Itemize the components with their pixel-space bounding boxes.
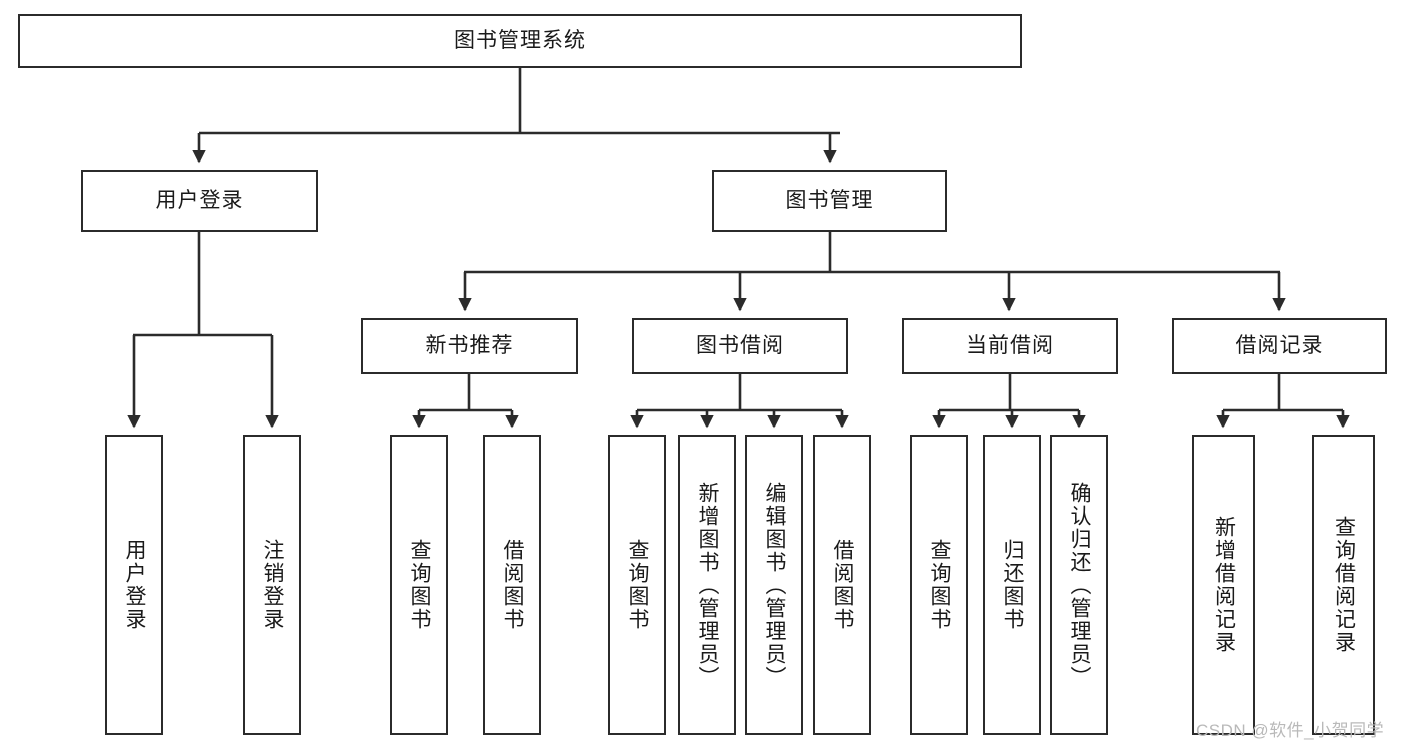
node-new-book-recommend[interactable]: 新书推荐 (361, 318, 578, 374)
node-book-borrow[interactable]: 图书借阅 (632, 318, 848, 374)
node-borrow-record-label: 借阅记录 (1235, 334, 1324, 358)
node-book-management-label: 图书管理 (785, 189, 874, 213)
node-current-borrow[interactable]: 当前借阅 (902, 318, 1118, 374)
leaf-query-book-current-label: 查询图书 (928, 539, 952, 631)
node-user-login[interactable]: 用户登录 (81, 170, 318, 232)
node-root-label: 图书管理系统 (454, 29, 586, 53)
leaf-return-book-label: 归还图书 (1001, 539, 1025, 631)
leaf-confirm-return-admin-label: 确认归还（管理员） (1068, 481, 1092, 689)
leaf-user-login[interactable]: 用户登录 (105, 435, 163, 735)
node-book-management[interactable]: 图书管理 (712, 170, 947, 232)
node-book-borrow-label: 图书借阅 (696, 334, 784, 358)
leaf-borrow-book[interactable]: 借阅图书 (813, 435, 871, 735)
leaf-borrow-book-label: 借阅图书 (831, 539, 855, 631)
leaf-return-book[interactable]: 归还图书 (983, 435, 1041, 735)
leaf-add-borrow-record[interactable]: 新增借阅记录 (1192, 435, 1255, 735)
leaf-edit-book-admin-label: 编辑图书（管理员） (763, 481, 787, 689)
leaf-query-book-borrow-label: 查询图书 (626, 539, 650, 631)
leaf-query-book-current[interactable]: 查询图书 (910, 435, 968, 735)
leaf-borrow-book-new-label: 借阅图书 (501, 539, 525, 631)
leaf-logout-label: 注销登录 (261, 539, 285, 631)
leaf-edit-book-admin[interactable]: 编辑图书（管理员） (745, 435, 803, 735)
leaf-add-borrow-record-label: 新增借阅记录 (1212, 516, 1236, 654)
leaf-query-book-new[interactable]: 查询图书 (390, 435, 448, 735)
node-user-login-label: 用户登录 (155, 189, 244, 213)
leaf-user-login-label: 用户登录 (123, 539, 147, 631)
leaf-query-book-new-label: 查询图书 (408, 539, 432, 631)
node-borrow-record[interactable]: 借阅记录 (1172, 318, 1387, 374)
node-new-book-recommend-label: 新书推荐 (425, 334, 514, 358)
node-root[interactable]: 图书管理系统 (18, 14, 1022, 68)
leaf-borrow-book-new[interactable]: 借阅图书 (483, 435, 541, 735)
leaf-query-borrow-record[interactable]: 查询借阅记录 (1312, 435, 1375, 735)
leaf-logout[interactable]: 注销登录 (243, 435, 301, 735)
leaf-confirm-return-admin[interactable]: 确认归还（管理员） (1050, 435, 1108, 735)
leaf-add-book-admin[interactable]: 新增图书（管理员） (678, 435, 736, 735)
leaf-query-borrow-record-label: 查询借阅记录 (1332, 516, 1356, 654)
node-current-borrow-label: 当前借阅 (966, 334, 1054, 358)
leaf-query-book-borrow[interactable]: 查询图书 (608, 435, 666, 735)
leaf-add-book-admin-label: 新增图书（管理员） (696, 481, 720, 689)
watermark-text: CSDN @软件_小贺同学 (1196, 721, 1385, 740)
